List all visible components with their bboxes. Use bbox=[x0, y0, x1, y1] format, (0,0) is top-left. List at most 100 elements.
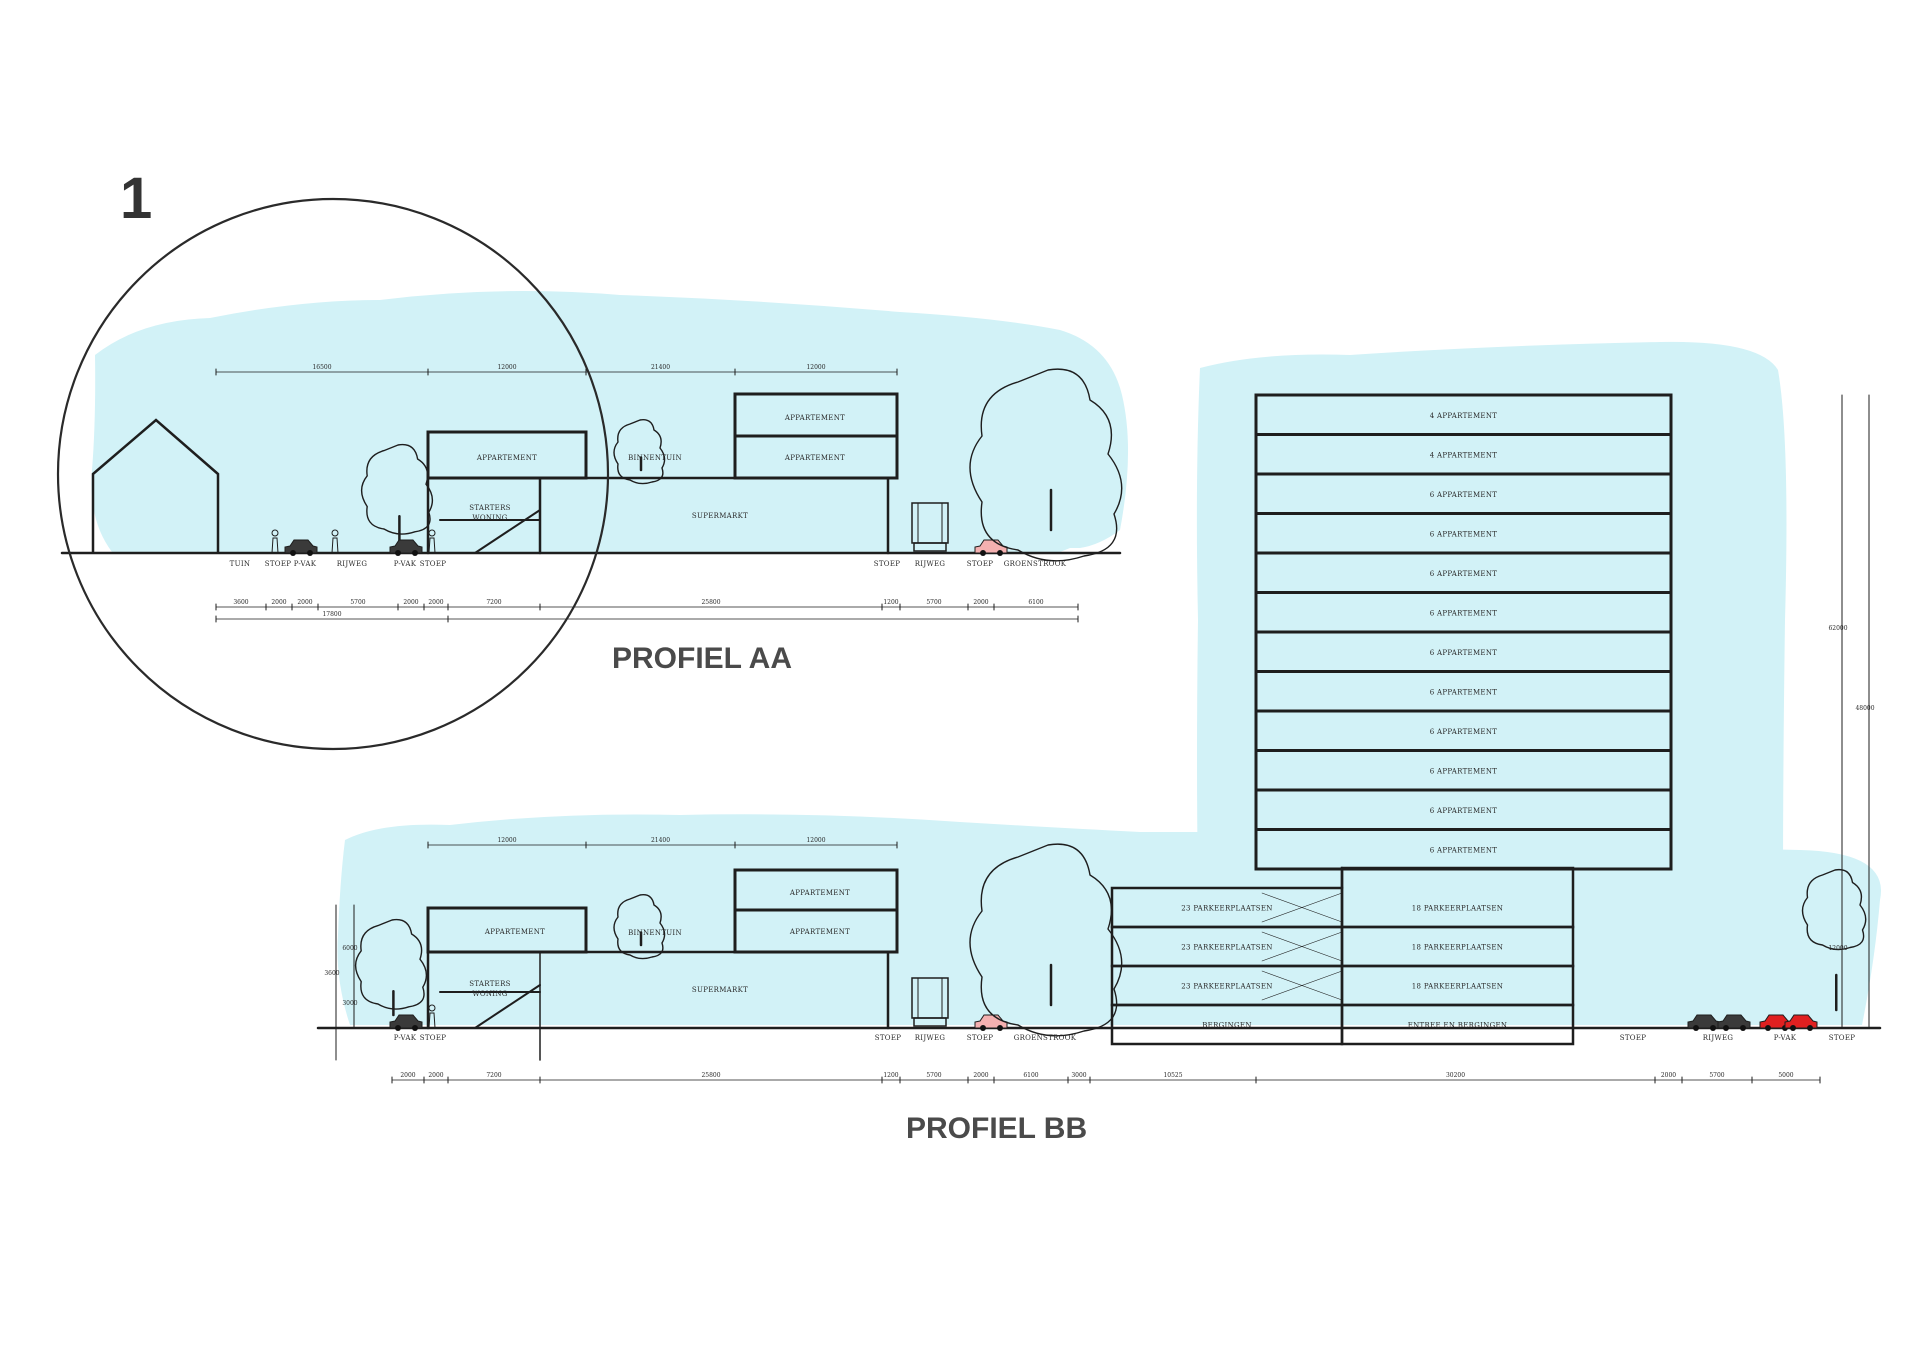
dimension-label: 12000 bbox=[806, 837, 825, 844]
ground-label: P-VAK bbox=[394, 560, 417, 568]
tower-floor-label: 6 APPARTEMENT bbox=[1430, 609, 1497, 617]
person-body bbox=[428, 537, 436, 554]
ground-label: P-VAK bbox=[294, 560, 317, 568]
apartment-block bbox=[733, 908, 899, 954]
dimension-label: 21400 bbox=[651, 837, 670, 844]
dimension-label: 17800 bbox=[322, 611, 341, 618]
garage-label: BERGINGEN bbox=[1202, 1022, 1252, 1030]
ground-label: P-VAK bbox=[394, 1034, 417, 1042]
ground-label: P-VAK bbox=[1774, 1034, 1797, 1042]
ground-label: STOEP bbox=[420, 560, 447, 568]
truck-icon bbox=[911, 977, 949, 1027]
tower-floor-label: 6 APPARTEMENT bbox=[1430, 767, 1497, 775]
car-wheel bbox=[997, 1025, 1003, 1031]
garage-label: 23 PARKEERPLAATSEN bbox=[1181, 944, 1272, 952]
tree-crown bbox=[354, 918, 428, 1010]
car-icon bbox=[1784, 1014, 1818, 1031]
dimension-label: 3600 bbox=[233, 599, 248, 606]
apartment-label: APPARTEMENT bbox=[484, 928, 545, 936]
tower-floor-label: 6 APPARTEMENT bbox=[1430, 688, 1497, 696]
ground-label: RIJWEG bbox=[337, 560, 368, 568]
ground-label: GROENSTROOK bbox=[1014, 1034, 1077, 1042]
ground-label: STOEP bbox=[420, 1034, 447, 1042]
dimension-label: 2000 bbox=[973, 1072, 988, 1079]
person-body bbox=[271, 537, 279, 554]
height-label: 3600 bbox=[324, 970, 339, 977]
dimension-label: 2000 bbox=[1661, 1072, 1676, 1079]
car-wheel bbox=[1790, 1025, 1796, 1031]
car-wheel bbox=[1740, 1025, 1746, 1031]
car-wheel bbox=[412, 1025, 418, 1031]
ground-label: STOEP bbox=[967, 560, 994, 568]
truck-base bbox=[913, 542, 947, 552]
dimension-label: 3000 bbox=[1071, 1072, 1086, 1079]
car-icon bbox=[389, 1014, 423, 1031]
car-body bbox=[1717, 1014, 1751, 1029]
apartment-label: APPARTEMENT bbox=[789, 928, 850, 936]
dimension-label: 2000 bbox=[400, 1072, 415, 1079]
starters-label: STARTERS bbox=[469, 504, 511, 512]
tower-floor-label: 6 APPARTEMENT bbox=[1430, 491, 1497, 499]
dimension-label: 2000 bbox=[973, 599, 988, 606]
car-icon bbox=[389, 539, 423, 556]
tree-crown bbox=[1801, 868, 1867, 951]
car-body bbox=[389, 1014, 423, 1029]
person-icon bbox=[331, 529, 339, 554]
dimension-label: 25800 bbox=[701, 599, 720, 606]
ramp-line bbox=[1261, 970, 1343, 1001]
dimension-label: 12000 bbox=[497, 364, 516, 371]
person-body bbox=[428, 1012, 436, 1029]
apartment-label: APPARTEMENT bbox=[789, 889, 850, 897]
car-wheel bbox=[290, 550, 296, 556]
dimension-label: 6100 bbox=[1028, 599, 1043, 606]
starters-label: WONING bbox=[472, 514, 507, 522]
ground-label: RIJWEG bbox=[915, 560, 946, 568]
diagram-number: 1 bbox=[120, 166, 153, 231]
starters-label: WONING bbox=[472, 990, 507, 998]
ground-label: TUIN bbox=[230, 560, 251, 568]
tower-floor-label: 6 APPARTEMENT bbox=[1430, 728, 1497, 736]
tree-icon bbox=[969, 843, 1123, 1037]
dimension-label: 12000 bbox=[806, 364, 825, 371]
ground-label: STOEP bbox=[1620, 1034, 1647, 1042]
garage-floor bbox=[1340, 1003, 1575, 1046]
dimension-label: 12000 bbox=[497, 837, 516, 844]
car-wheel bbox=[980, 1025, 986, 1031]
tree-icon bbox=[360, 443, 434, 542]
garage-label: 18 PARKEERPLAATSEN bbox=[1412, 983, 1503, 991]
dimension-label: 1200 bbox=[883, 1072, 898, 1079]
dimension-label: 7200 bbox=[486, 1072, 501, 1079]
dimension-label: 2000 bbox=[271, 599, 286, 606]
apartment-block bbox=[426, 906, 588, 954]
car-wheel bbox=[1765, 1025, 1771, 1031]
height-label: 3000 bbox=[342, 1000, 357, 1007]
car-body bbox=[974, 1014, 1008, 1029]
truck-icon bbox=[911, 502, 949, 552]
person-head bbox=[271, 529, 279, 537]
car-wheel bbox=[395, 1025, 401, 1031]
apartment-label: APPARTEMENT bbox=[476, 454, 537, 462]
car-body bbox=[284, 539, 318, 554]
dimension-label: 5700 bbox=[350, 599, 365, 606]
ground-label: RIJWEG bbox=[1703, 1034, 1734, 1042]
sky-wash-aa bbox=[91, 291, 1129, 552]
shrub-icon bbox=[613, 419, 666, 485]
car-icon bbox=[974, 1014, 1008, 1031]
dimension-label: 2000 bbox=[428, 1072, 443, 1079]
height-label: 12000 bbox=[1828, 945, 1847, 952]
ramp-line bbox=[474, 509, 541, 554]
ground-label: STOEP bbox=[1829, 1034, 1856, 1042]
supermarket-label: SUPERMARKT bbox=[692, 986, 748, 994]
tree-icon bbox=[354, 918, 428, 1017]
tower-floor-label: 6 APPARTEMENT bbox=[1430, 846, 1497, 854]
shrub-icon bbox=[613, 894, 666, 960]
dimension-label: 1200 bbox=[883, 599, 898, 606]
binnentuin-label: BINNENTUIN bbox=[628, 454, 682, 462]
ground-label: GROENSTROOK bbox=[1004, 560, 1067, 568]
tree-icon bbox=[1801, 868, 1867, 1012]
supermarket-label: SUPERMARKT bbox=[692, 512, 748, 520]
ramp-line bbox=[1261, 931, 1343, 962]
garage-label: 23 PARKEERPLAATSEN bbox=[1181, 983, 1272, 991]
